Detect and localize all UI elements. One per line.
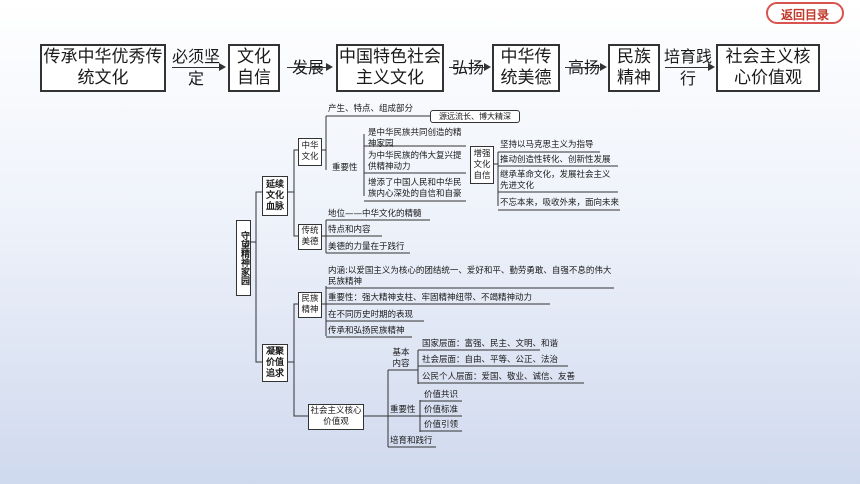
chain-box-1: 传承中华优秀传统文化 <box>40 44 166 92</box>
spirit-item-1: 内涵:以爱国主义为核心的团结统一、爱好和平、勤劳勇敢、自强不息的伟大民族精神 <box>328 266 612 287</box>
confidence-item-4: 不忘本来，吸收外来，面向未来 <box>500 198 620 208</box>
virtue-item-1: 地位——中华文化的精髓 <box>328 209 422 219</box>
back-to-contents-button[interactable]: 返回目录 <box>766 2 844 24</box>
chain-box-2: 文化自信 <box>228 44 280 92</box>
basic-content-personal: 公民个人层面：爱国、敬业、诚信、友善 <box>422 372 576 382</box>
spirit-item-4: 传承和弘扬民族精神 <box>328 326 405 336</box>
spirit-item-2: 重要性：强大精神支柱、牢固精神纽带、不竭精神动力 <box>328 293 533 303</box>
values-importance-label: 重要性 <box>390 405 416 415</box>
cultivate-practice-text: 培育和践行 <box>390 436 433 446</box>
confidence-item-3: 继承革命文化，发展社会主义先进文化 <box>500 170 611 191</box>
virtue-item-3: 美德的力量在于践行 <box>328 242 405 252</box>
chain-arrow-2 <box>287 63 333 71</box>
culture-importance-3: 增添了中国人民和中华民族内心深处的自信和自豪 <box>368 178 462 199</box>
chain-arrow-1 <box>172 63 226 71</box>
basic-content-social: 社会层面：自由、平等、公正、法治 <box>422 355 559 365</box>
culture-importance-label: 重要性 <box>332 163 358 173</box>
virtue-item-2: 特点和内容 <box>328 225 371 235</box>
national-spirit-node: 民族精神 <box>298 292 322 318</box>
chain-arrow-4 <box>565 63 607 71</box>
confidence-item-2: 推动创造性转化、创新性发展 <box>500 155 611 165</box>
spirit-item-3: 在不同历史时期的表现 <box>328 310 414 320</box>
confidence-item-1: 坚持以马克思主义为指导 <box>500 140 594 150</box>
values-importance-2: 价值标准 <box>424 405 459 415</box>
branch-culture-node: 延续文化血脉 <box>262 176 288 216</box>
root-node: 守望精神家园 <box>236 220 251 296</box>
chain-box-6: 社会主义核心价值观 <box>716 44 820 92</box>
branch-values-node: 凝聚价值追求 <box>262 344 288 382</box>
chain-verb-5: 培育践行 <box>664 47 713 88</box>
culture-importance-2: 为中华民族的伟大复兴提供精神动力 <box>368 151 462 172</box>
chain-box-4: 中华传统美德 <box>492 44 560 92</box>
chain-box-3: 中国特色社会主义文化 <box>336 44 444 92</box>
chain-box-5: 民族精神 <box>608 44 660 92</box>
basic-content-label: 基本内容 <box>392 348 410 369</box>
chinese-culture-node: 中华文化 <box>298 138 322 166</box>
values-importance-3: 价值引领 <box>424 420 459 430</box>
basic-content-national: 国家层面：富强、民主、文明、和谐 <box>422 339 559 349</box>
chain-arrow-3 <box>449 63 491 71</box>
culture-origin-text: 产生、特点、组成部分 <box>328 104 414 114</box>
core-values-node: 社会主义核心价值观 <box>308 404 364 430</box>
traditional-virtue-node: 传统美德 <box>298 224 322 250</box>
cultural-confidence-node: 增强文化自信 <box>470 146 494 184</box>
culture-importance-1: 是中华民族共同创造的精神家园 <box>368 128 462 149</box>
chain-verb-1: 必须坚定 <box>171 47 220 88</box>
values-importance-1: 价值共识 <box>424 390 459 400</box>
chain-arrow-5 <box>665 63 715 71</box>
culture-origin-result: 源远流长、博大精深 <box>430 110 520 123</box>
